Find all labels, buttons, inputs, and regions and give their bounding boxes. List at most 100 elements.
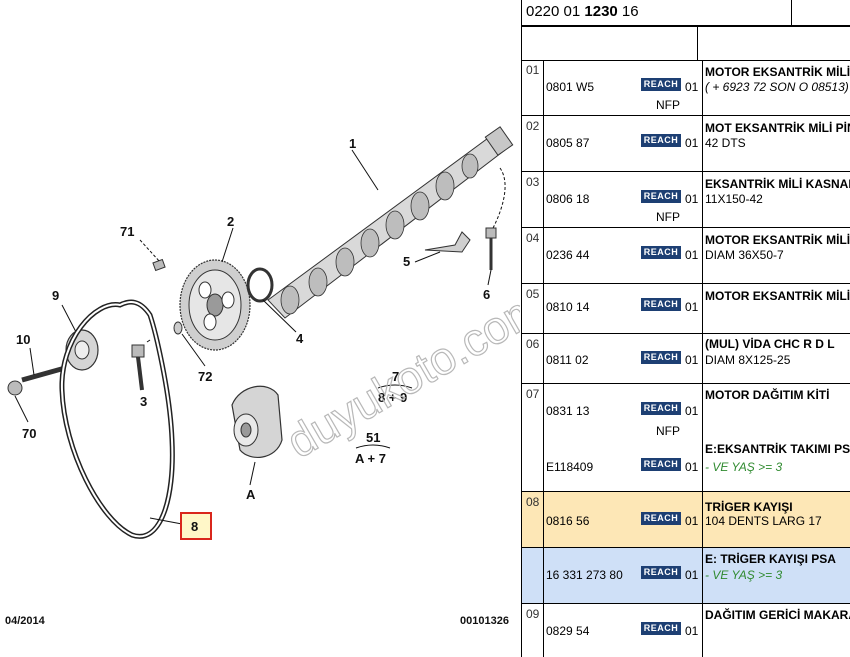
reach-badge: REACH bbox=[641, 351, 681, 364]
camshaft-seal[interactable] bbox=[246, 267, 274, 303]
part-qty: 01 bbox=[685, 248, 699, 262]
tensioner-bolt[interactable] bbox=[21, 365, 66, 383]
part-ref[interactable]: 0829 54 bbox=[546, 624, 590, 638]
part-desc: MOTOR EKSANTRİK MİLİ bbox=[705, 233, 850, 247]
lever-bolt[interactable] bbox=[485, 227, 497, 270]
reach-badge: REACH bbox=[641, 190, 681, 203]
part-row-08[interactable]: 08 0816 56 REACH 01 TRİGER KAYIŞI 104 DE… bbox=[522, 492, 850, 548]
callout-1[interactable]: 1 bbox=[349, 136, 356, 151]
callout-3[interactable]: 3 bbox=[140, 394, 147, 409]
part-ref-alt[interactable]: E118409 bbox=[546, 460, 594, 474]
part-desc: MOTOR EKSANTRİK MİLİ bbox=[705, 289, 850, 303]
callout-71[interactable]: 71 bbox=[120, 224, 134, 239]
part-qty: 01 bbox=[685, 136, 699, 150]
callout-72[interactable]: 72 bbox=[198, 369, 212, 384]
reach-badge: REACH bbox=[641, 622, 681, 635]
formula-51: 51 A + 7 bbox=[355, 430, 391, 466]
part-qty: 01 bbox=[685, 80, 699, 94]
svg-text:7: 7 bbox=[392, 369, 399, 384]
callout-9[interactable]: 9 bbox=[52, 288, 59, 303]
reach-badge: REACH bbox=[641, 246, 681, 259]
part-ref[interactable]: 16 331 273 80 bbox=[546, 568, 623, 582]
nfp-label: NFP bbox=[656, 210, 680, 224]
parts-list-panel: 0220 01 1230 16 01 0801 W5 REACH 01 NFP … bbox=[521, 0, 850, 657]
panel-header: 0220 01 1230 16 bbox=[522, 0, 850, 27]
callout-5[interactable]: 5 bbox=[403, 254, 410, 269]
part-note: ( + 6923 72 SON O 08513) bbox=[705, 80, 849, 94]
reach-badge: REACH bbox=[641, 566, 681, 579]
part-row-09[interactable]: 09 0829 54 REACH 01 DAĞITIM GERİCİ MAKAR… bbox=[522, 604, 850, 657]
part-ref[interactable]: 0801 W5 bbox=[546, 80, 595, 94]
part-ref[interactable]: 0811 02 bbox=[546, 353, 589, 367]
reach-badge: REACH bbox=[641, 512, 681, 525]
nfp-label: NFP bbox=[656, 424, 680, 438]
reach-badge: REACH bbox=[641, 402, 681, 415]
reach-badge: REACH bbox=[641, 458, 681, 471]
watermark: duyukoto.com bbox=[278, 280, 520, 468]
part-qty: 01 bbox=[685, 300, 699, 314]
selected-part-8-box[interactable] bbox=[180, 512, 212, 540]
part-row-04[interactable]: 04 0236 44 REACH 01 MOTOR EKSANTRİK MİLİ… bbox=[522, 228, 850, 284]
part-qty: 01 bbox=[685, 624, 699, 638]
callout-2[interactable]: 2 bbox=[227, 214, 234, 229]
part-ref[interactable]: 0810 14 bbox=[546, 300, 590, 314]
part-row-05[interactable]: 05 0810 14 REACH 01 MOTOR EKSANTRİK MİLİ bbox=[522, 284, 850, 334]
part-ref[interactable]: 0236 44 bbox=[546, 248, 590, 262]
part-note: DIAM 36X50-7 bbox=[705, 248, 784, 262]
panel-subheader bbox=[522, 27, 850, 61]
timing-belt[interactable] bbox=[59, 299, 175, 539]
diagram-date: 04/2014 bbox=[5, 615, 46, 627]
part-ref[interactable]: 0805 87 bbox=[546, 136, 590, 150]
part-desc: MOTOR DAĞITIM KİTİ bbox=[705, 388, 830, 402]
part-desc: DAĞITIM GERİCİ MAKARA bbox=[705, 608, 850, 622]
part-qty: 01 bbox=[685, 460, 699, 474]
part-desc: E: TRİGER KAYIŞI PSA bbox=[705, 552, 836, 566]
reach-badge: REACH bbox=[641, 298, 681, 311]
part-qty: 01 bbox=[685, 404, 699, 418]
part-qty: 01 bbox=[685, 568, 699, 582]
camshaft[interactable] bbox=[267, 126, 514, 319]
part-row-08-alt[interactable]: 16 331 273 80 REACH 01 E: TRİGER KAYIŞI … bbox=[522, 548, 850, 604]
part-qty: 01 bbox=[685, 353, 699, 367]
washer[interactable] bbox=[173, 321, 183, 335]
part-ref[interactable]: 0816 56 bbox=[546, 514, 590, 528]
part-row-02[interactable]: 02 0805 87 REACH 01 MOT EKSANTRİK MİLİ P… bbox=[522, 116, 850, 172]
catalog-code: 0220 01 1230 16 bbox=[526, 3, 639, 20]
callout-4[interactable]: 4 bbox=[296, 331, 304, 346]
water-pump[interactable] bbox=[231, 385, 283, 458]
part-desc: MOTOR EKSANTRİK MİLİ bbox=[705, 65, 850, 79]
part-desc-alt: E:EKSANTRİK TAKIMI PSA bbox=[705, 442, 850, 456]
callout-10[interactable]: 10 bbox=[16, 332, 30, 347]
lever[interactable] bbox=[424, 231, 471, 253]
tensioner-nut[interactable] bbox=[7, 380, 23, 396]
part-note-alt: - VE YAŞ >= 3 bbox=[705, 460, 783, 474]
svg-text:8 + 9: 8 + 9 bbox=[378, 390, 407, 405]
formula-7: 7 8 + 9 bbox=[377, 369, 413, 405]
part-ref[interactable]: 0831 13 bbox=[546, 404, 590, 418]
part-row-01[interactable]: 01 0801 W5 REACH 01 NFP MOTOR EKSANTRİK … bbox=[522, 60, 850, 116]
callout-8[interactable]: 8 bbox=[191, 519, 198, 534]
exploded-diagram: 1 2 4 71 bbox=[5, 126, 520, 627]
part-note: DIAM 8X125-25 bbox=[705, 353, 791, 367]
callout-70[interactable]: 70 bbox=[22, 426, 36, 441]
part-note: 42 DTS bbox=[705, 136, 746, 150]
diagram-canvas: 1 2 4 71 bbox=[5, 126, 520, 627]
camshaft-sprocket[interactable] bbox=[179, 259, 251, 351]
part-note: - VE YAŞ >= 3 bbox=[705, 568, 783, 582]
callout-6[interactable]: 6 bbox=[483, 287, 490, 302]
diagram-ref: 00101326 bbox=[460, 615, 509, 627]
part-desc: EKSANTRİK MİLİ KASNAK bbox=[705, 177, 850, 191]
part-row-07[interactable]: 07 0831 13 REACH 01 NFP MOTOR DAĞITIM Kİ… bbox=[522, 384, 850, 492]
part-row-03[interactable]: 03 0806 18 REACH 01 NFP EKSANTRİK MİLİ K… bbox=[522, 172, 850, 228]
part-ref[interactable]: 0806 18 bbox=[546, 192, 590, 206]
sprocket-pin[interactable] bbox=[152, 258, 166, 272]
part-row-06[interactable]: 06 0811 02 REACH 01 (MUL) VİDA CHC R D L… bbox=[522, 334, 850, 384]
part-desc: TRİGER KAYIŞI bbox=[705, 500, 793, 514]
callout-A[interactable]: A bbox=[246, 487, 256, 502]
sprocket-bolt[interactable] bbox=[131, 344, 145, 391]
reach-badge: REACH bbox=[641, 134, 681, 147]
nfp-label: NFP bbox=[656, 98, 680, 112]
part-note: 104 DENTS LARG 17 bbox=[705, 514, 822, 528]
part-qty: 01 bbox=[685, 192, 699, 206]
